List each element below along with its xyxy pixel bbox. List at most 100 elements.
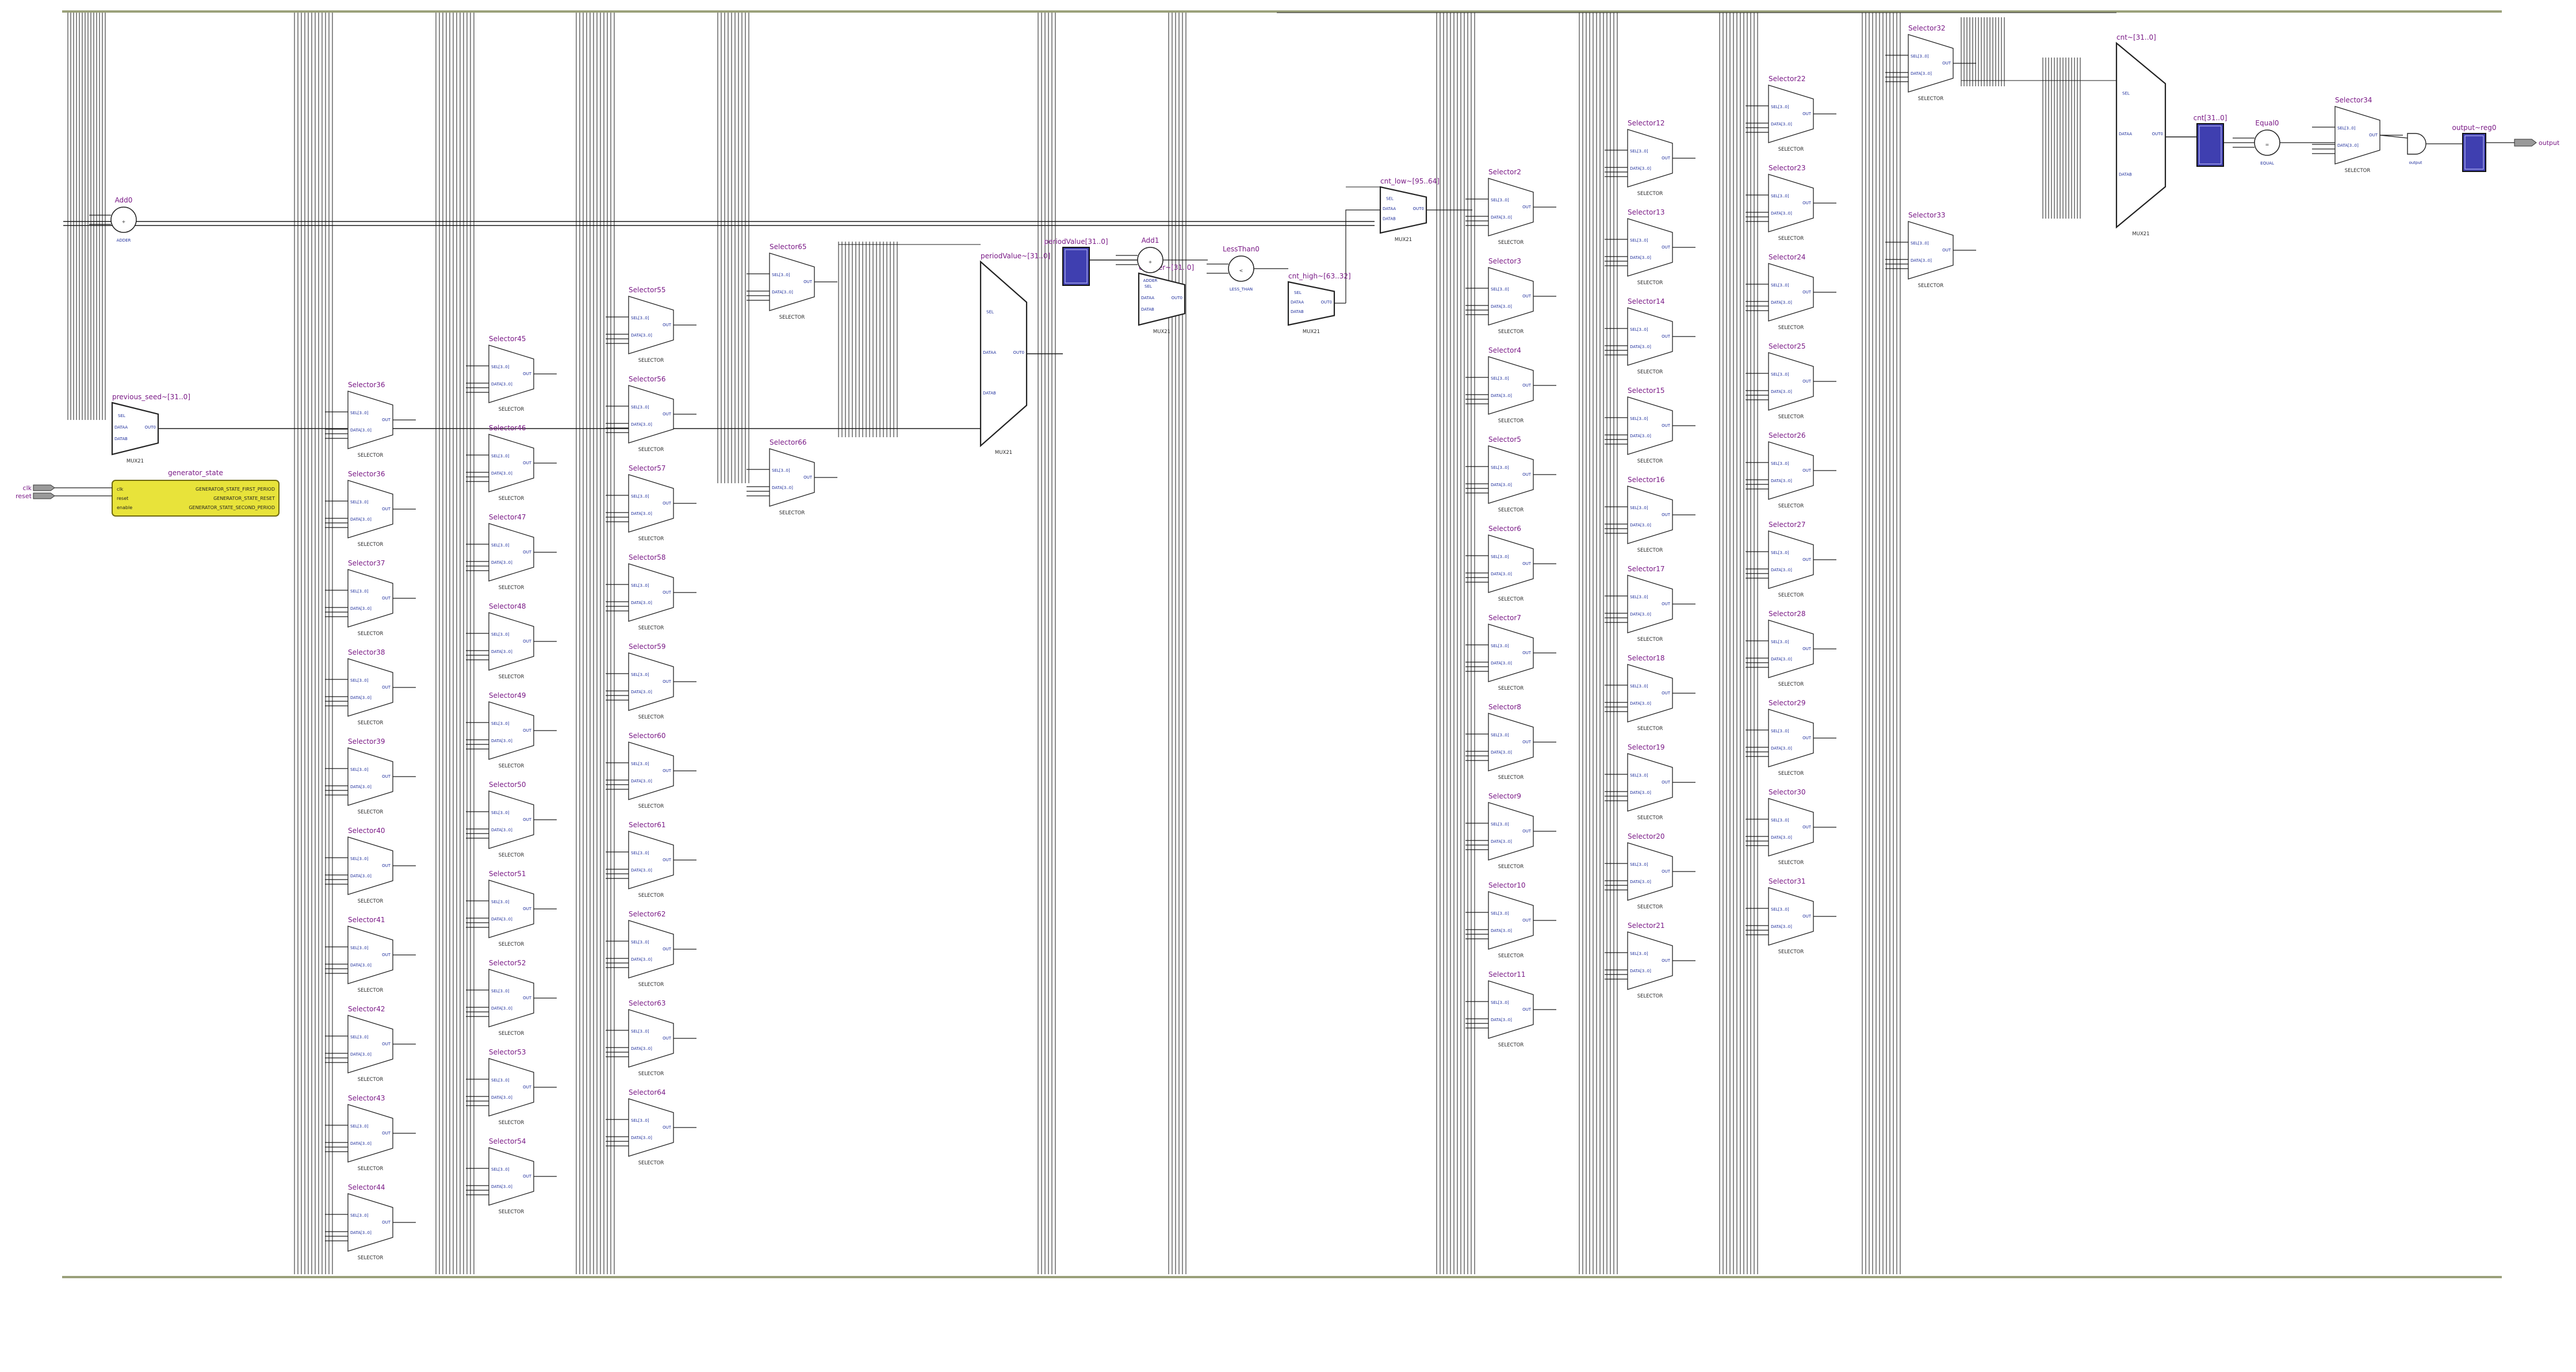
register-output[interactable]: output~reg0 <box>2452 124 2497 172</box>
mux-previous-seed[interactable]: previous_seed~[31..0]SELDATAADATABOUT0MU… <box>111 393 190 464</box>
pin-data: DATA[3..0] <box>631 511 652 516</box>
input-port-reset[interactable] <box>33 492 55 499</box>
register-period-value[interactable]: periodValue[31..0] <box>1044 238 1108 286</box>
mux-shape <box>1138 272 1186 326</box>
output-port[interactable] <box>2514 139 2537 147</box>
gate-output[interactable]: output <box>2407 133 2426 165</box>
pin-out: OUT <box>2369 133 2378 137</box>
pin-sel: SEL[3..0] <box>631 1118 649 1123</box>
pin-data: DATA[3..0] <box>1630 434 1651 438</box>
selector-instance-name: Selector48 <box>489 602 526 610</box>
pin-sel: SEL[3..0] <box>1630 684 1648 689</box>
state-machine-block[interactable]: generator_stateclkresetenableGENERATOR_S… <box>112 469 280 517</box>
input-port-clk[interactable] <box>33 484 55 491</box>
pin-datab: DATAB <box>114 437 128 441</box>
pin-out: OUT <box>1802 557 1812 562</box>
selector-shape <box>1908 34 1954 93</box>
pin-out: OUT <box>1662 156 1671 160</box>
register-cnt[interactable]: cnt[31..0] <box>2194 114 2227 167</box>
pin-data: DATA[3..0] <box>1630 790 1651 795</box>
selector-shape <box>347 1193 393 1252</box>
pin-out: OUT <box>1522 294 1532 299</box>
selector-instance-name: Selector36 <box>348 470 385 478</box>
mux-period-value[interactable]: periodValue~[31..0]SELDATAADATABOUT0MUX2… <box>979 252 1050 456</box>
pin-data: DATA[3..0] <box>491 382 512 387</box>
pin-data: DATA[3..0] <box>2337 143 2359 148</box>
